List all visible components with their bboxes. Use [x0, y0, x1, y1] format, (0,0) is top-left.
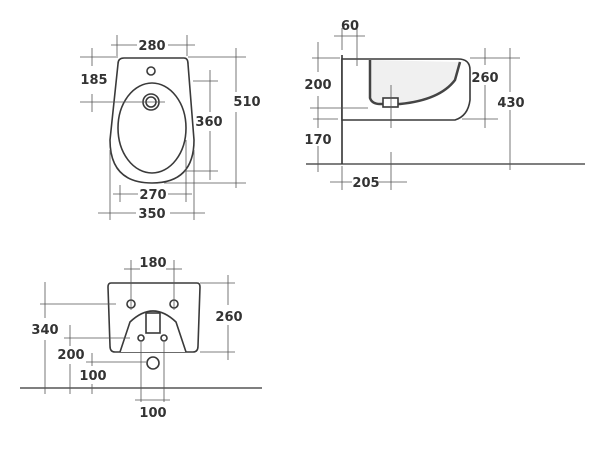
rear-view: 180 340 200 100 260 100 — [20, 256, 262, 421]
dim-510: 510 — [233, 95, 260, 110]
dim-200-rear: 200 — [57, 348, 84, 363]
bowl-outline — [117, 82, 187, 174]
dim-260-rear: 260 — [215, 310, 242, 325]
tap-hole — [146, 66, 156, 76]
dim-260: 260 — [471, 71, 498, 86]
dim-350: 350 — [138, 207, 165, 222]
drain-hole — [146, 356, 160, 370]
dim-180: 180 — [139, 256, 166, 271]
dim-430: 430 — [497, 96, 524, 111]
dim-340: 340 — [31, 323, 58, 338]
dim-360: 360 — [195, 115, 222, 130]
supply-hole-right — [160, 334, 168, 342]
dim-280: 280 — [138, 39, 165, 54]
dim-60: 60 — [341, 19, 359, 34]
dim-170: 170 — [304, 133, 331, 148]
dim-185: 185 — [80, 73, 107, 88]
dim-205: 205 — [352, 176, 379, 191]
dim-200: 200 — [304, 78, 331, 93]
drain-section — [382, 97, 399, 108]
rear-drain-channel — [145, 312, 161, 334]
dim-100-supply: 100 — [139, 406, 166, 421]
top-view: 280 185 510 360 270 350 — [80, 35, 261, 222]
supply-hole-left — [137, 334, 145, 342]
dim-270: 270 — [139, 188, 166, 203]
dim-100-drain: 100 — [79, 369, 106, 384]
top-view-dimension-lines — [80, 35, 246, 220]
rear-view-dimension-lines — [40, 260, 235, 402]
side-view: 60 200 170 260 430 205 — [304, 19, 585, 191]
side-view-dimension-lines — [310, 28, 520, 190]
